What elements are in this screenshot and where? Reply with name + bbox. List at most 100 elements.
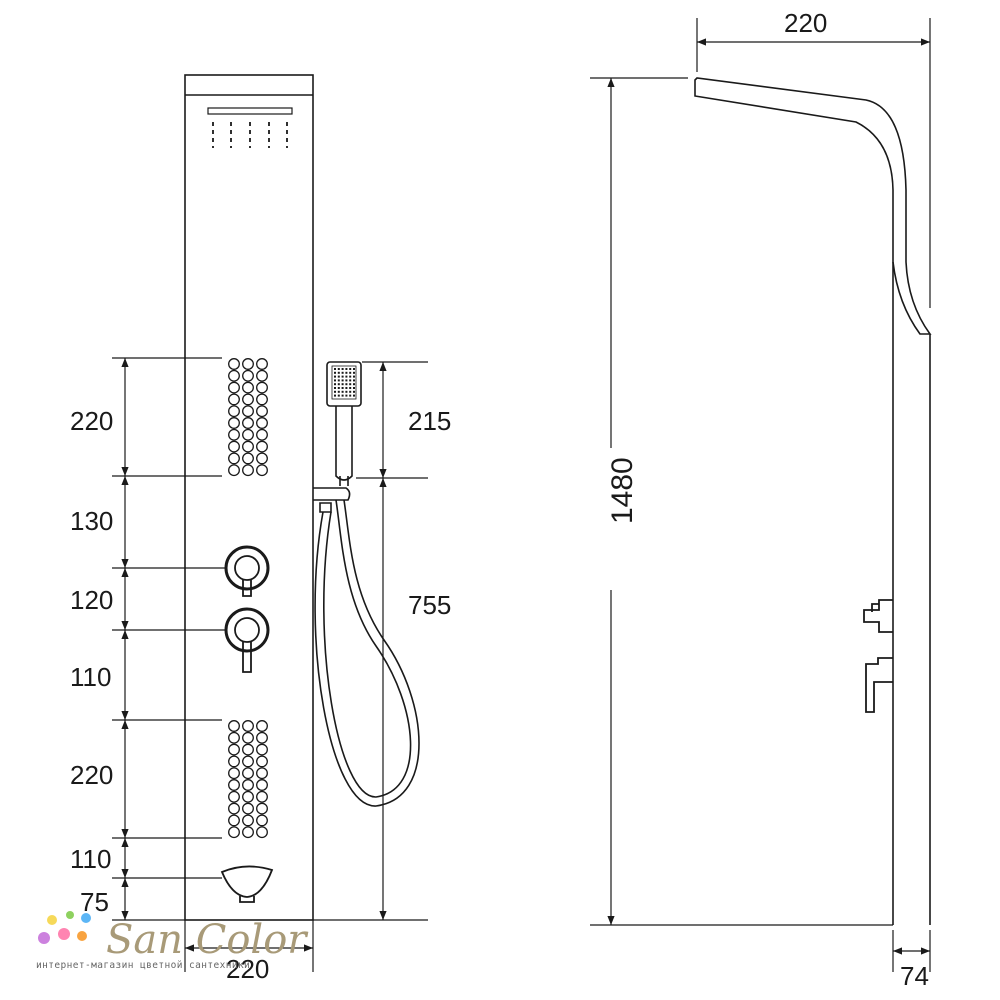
jet-nozzle [242, 417, 254, 429]
jet-nozzle [242, 731, 254, 744]
jet-nozzle [242, 767, 254, 780]
jet-nozzle [256, 826, 268, 839]
handshower-nozzle [349, 383, 352, 386]
jet-nozzle [256, 790, 268, 803]
handshower-nozzle [337, 379, 340, 382]
handshower-nozzle [345, 368, 348, 370]
jet-nozzle [242, 393, 254, 406]
handshower-nozzle [349, 379, 352, 382]
jet-nozzle [256, 428, 268, 441]
jet-nozzle [242, 358, 254, 370]
jet-nozzle [242, 743, 254, 756]
logo-dot [81, 913, 91, 923]
handshower-nozzle [353, 390, 355, 393]
side-knob-lower [865, 657, 893, 713]
handshower-nozzle [345, 375, 348, 378]
handshower-nozzle [341, 387, 344, 389]
dim-spout-to-floor: 75 [80, 887, 109, 917]
jet-nozzle [228, 358, 240, 370]
jet-nozzle [256, 405, 268, 418]
handshower [326, 361, 362, 486]
jet-nozzle [256, 814, 268, 827]
jet-nozzle [228, 369, 240, 382]
jet-nozzle [256, 381, 268, 394]
handshower-nozzle [334, 390, 336, 393]
side-profile-outline [694, 77, 932, 335]
jet-nozzle [228, 417, 240, 429]
jet-nozzle [242, 369, 254, 382]
dim-knob-spacing: 120 [70, 585, 113, 615]
jet-nozzle [228, 428, 240, 441]
dim-panel-width: 220 [226, 954, 269, 984]
jet-nozzle [242, 779, 254, 791]
tub-spout [220, 865, 274, 903]
jet-nozzle [256, 369, 268, 382]
jet-nozzle [228, 755, 240, 768]
massage-jets-lower [228, 720, 268, 839]
brand-name: San Color [106, 917, 309, 963]
dim-depth: 74 [900, 961, 929, 991]
jet-nozzle [242, 381, 254, 394]
jet-nozzle [228, 720, 240, 732]
handshower-nozzle [334, 368, 336, 370]
handshower-nozzle [353, 368, 355, 370]
dim-lower-jets: 220 [70, 760, 113, 790]
jet-nozzle [242, 814, 254, 827]
jet-nozzle [228, 405, 240, 418]
handshower-nozzle [353, 379, 355, 382]
diverter-knob [224, 545, 270, 597]
handshower-nozzle [337, 371, 340, 374]
panel-body [184, 74, 314, 921]
jet-nozzle [256, 452, 268, 465]
handshower-nozzle [345, 394, 348, 397]
rain-shower-slot [207, 107, 293, 115]
handshower-nozzle [349, 390, 352, 393]
handshower-nozzle [353, 375, 355, 378]
handshower-nozzle [353, 383, 355, 386]
handshower-nozzle [341, 368, 344, 370]
jet-nozzle [242, 720, 254, 732]
dim-upper-jets: 220 [70, 406, 113, 436]
handshower-nozzle [334, 387, 336, 389]
dim-projection: 220 [784, 8, 827, 38]
handshower-nozzle [337, 383, 340, 386]
jet-nozzle [228, 826, 240, 839]
jet-nozzle [228, 381, 240, 394]
front-vertical-dimensions [112, 357, 226, 921]
jet-nozzle [256, 358, 268, 370]
handshower-nozzle [345, 379, 348, 382]
brand-watermark: San Color интернет-магазин цветной санте… [36, 911, 309, 971]
handshower-nozzle [341, 383, 344, 386]
handshower-nozzle [345, 383, 348, 386]
jet-nozzle [228, 452, 240, 465]
jet-nozzle [242, 790, 254, 803]
handshower-nozzle [353, 387, 355, 389]
shower-hose [314, 499, 420, 807]
side-view [694, 77, 932, 925]
handshower-nozzle [353, 394, 355, 397]
logo-dot [66, 911, 74, 919]
side-dimensions [590, 18, 931, 972]
jet-nozzle [242, 802, 254, 815]
jet-nozzle [256, 767, 268, 780]
jet-nozzle [256, 720, 268, 732]
rain-shower-drops [212, 122, 288, 148]
logo-dot [77, 931, 87, 941]
handshower-nozzle [337, 368, 340, 370]
front-view [184, 74, 420, 921]
handshower-nozzle [337, 390, 340, 393]
mixer-knob [224, 607, 270, 673]
jet-nozzle [256, 802, 268, 815]
jet-nozzle [242, 440, 254, 453]
dim-knob-to-jets: 110 [70, 662, 111, 692]
handshower-nozzle [349, 371, 352, 374]
jet-nozzle [242, 826, 254, 839]
brand-tagline: интернет-магазин цветной сантехники [36, 960, 250, 971]
handshower-nozzle [349, 368, 352, 370]
handshower-nozzle [349, 375, 352, 378]
jet-nozzle [256, 755, 268, 768]
jet-nozzle [242, 405, 254, 418]
jet-nozzle [256, 743, 268, 756]
handshower-nozzle [349, 394, 352, 397]
